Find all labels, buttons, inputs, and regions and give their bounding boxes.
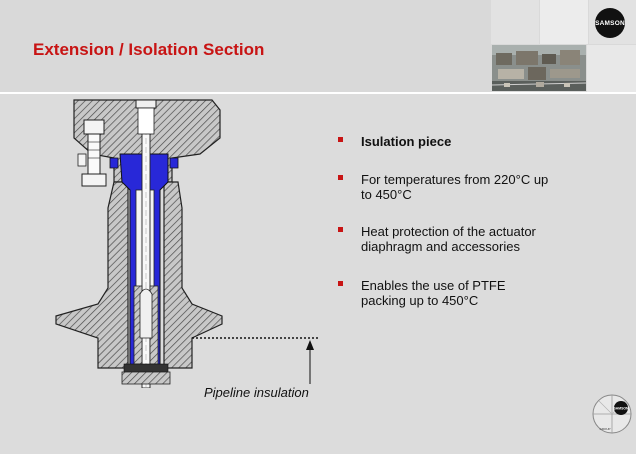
list-item-text: For temperatures from 220°C up to 450°C <box>361 172 549 202</box>
group-logo-text: SAMSON <box>614 407 629 411</box>
list-item: Heat protection of the actuator diaphrag… <box>338 224 561 254</box>
pipeline-insulation-caption: Pipeline insulation <box>204 385 309 400</box>
header-divider <box>0 92 636 94</box>
bullet-square-icon <box>338 175 343 180</box>
plant-photo <box>492 45 586 91</box>
list-item: For temperatures from 220°C up to 450°C <box>338 172 561 202</box>
header: Extension / Isolation Section SAMSON <box>0 0 636 93</box>
list-item-text: Heat protection of the actuator diaphrag… <box>361 224 536 254</box>
bullet-square-icon <box>338 281 343 286</box>
grid-cell <box>540 0 588 44</box>
grid-cell <box>587 45 636 92</box>
list-item: Enables the use of PTFE packing up to 45… <box>338 278 531 308</box>
isolation-section-drawing <box>55 99 320 388</box>
samson-logo: SAMSON <box>595 8 625 38</box>
logo-text: SAMSON <box>595 19 625 27</box>
bullet-square-icon <box>338 137 343 142</box>
list-item: Isulation piece <box>338 134 591 149</box>
list-item-text: Isulation piece <box>361 134 452 149</box>
list-item-text: Enables the use of PTFE packing up to 45… <box>361 278 506 308</box>
bullet-square-icon <box>338 227 343 232</box>
slide-title: Extension / Isolation Section <box>33 40 265 59</box>
corner-grid <box>491 0 636 93</box>
grid-cell <box>491 0 539 44</box>
group-logo-subtext: GROUP <box>599 427 610 431</box>
samson-group-logo: SAMSON GROUP <box>592 394 632 434</box>
